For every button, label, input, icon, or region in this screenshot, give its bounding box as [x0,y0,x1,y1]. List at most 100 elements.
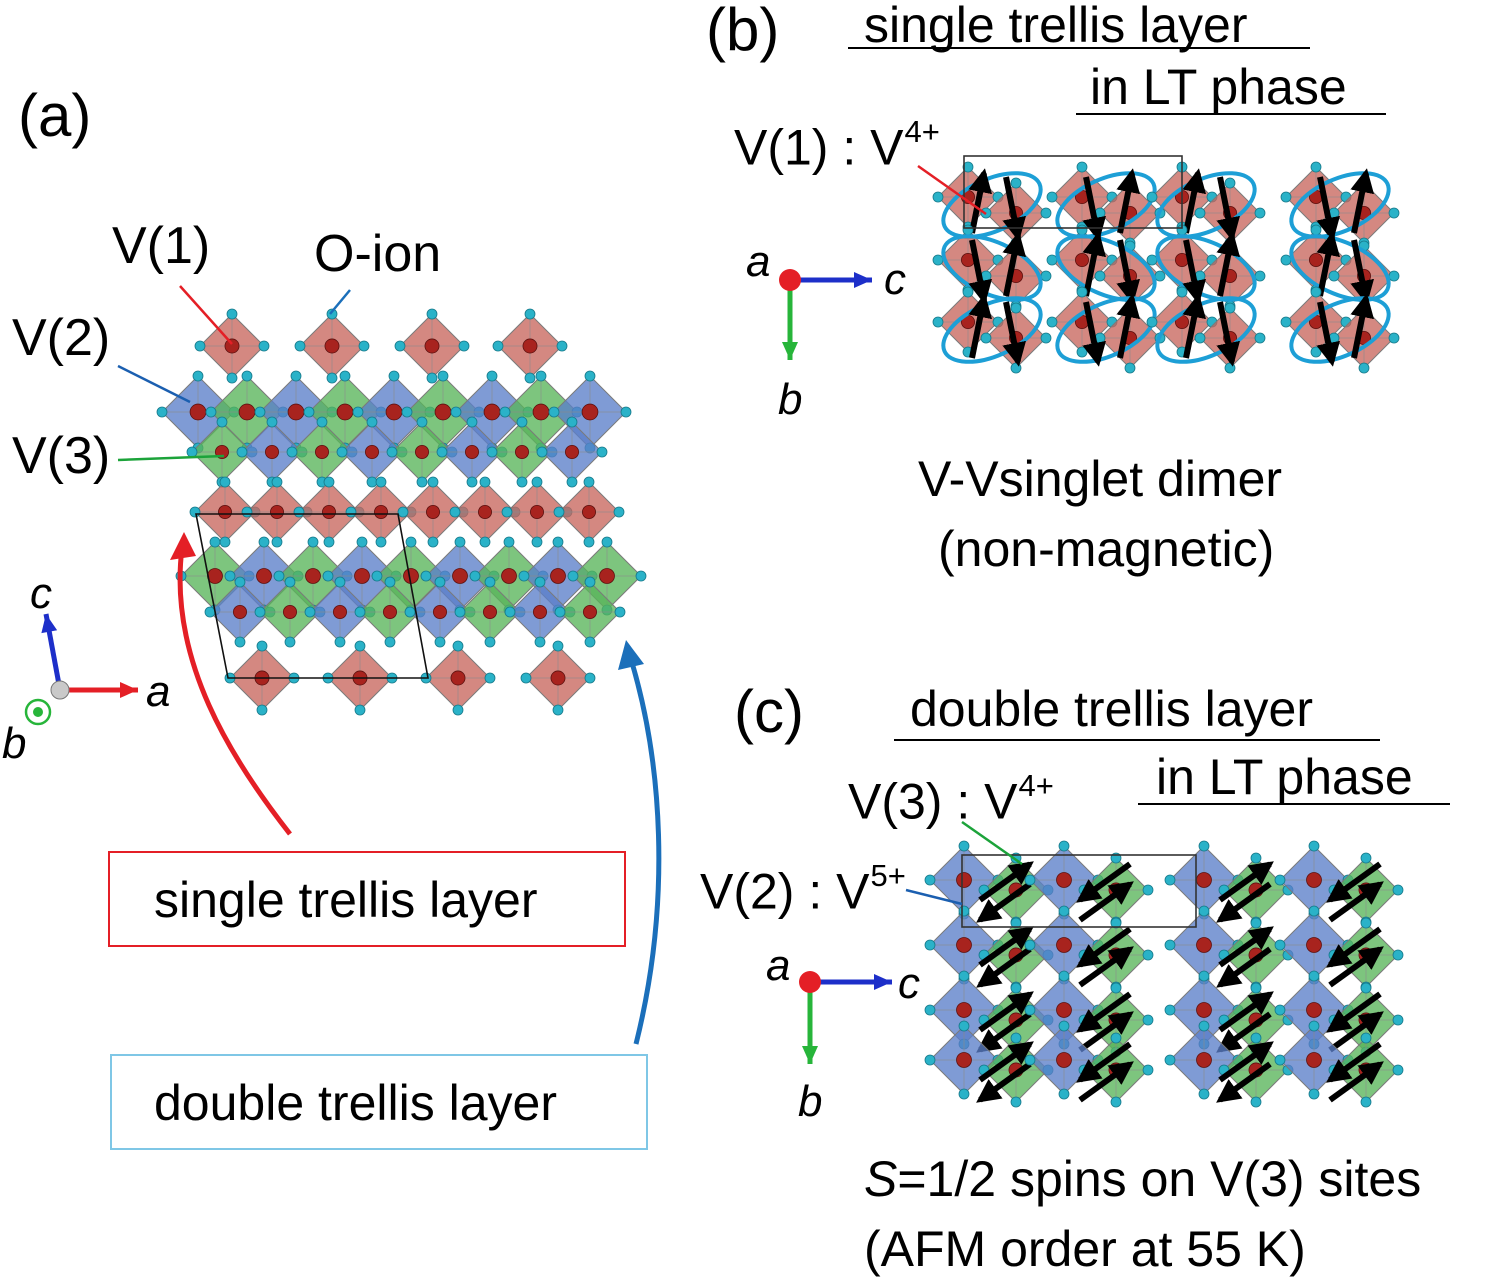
oxygen-atom [388,370,400,382]
oxygen-atom [204,606,216,618]
spin-arrow [1216,231,1241,297]
axis-label-a-c: a [766,941,791,990]
vanadium-atom [364,444,379,459]
oxygen-atom [326,372,338,384]
panel-b-title-underline1 [848,47,1310,49]
spin-arrow [978,1041,1034,1083]
spin-arrow [1218,861,1274,903]
singlet-dimer-ring [941,171,1043,239]
oxygen-atom [499,406,511,418]
oxygen-atom [583,536,595,548]
spin-arrow [968,239,993,305]
vanadium-atom [1196,937,1212,953]
oxygen-atom [273,570,285,582]
spin-arrow [1002,176,1027,242]
oxygen-atom [290,370,302,382]
vanadium-atom [425,504,440,519]
spin-arrow [1350,168,1375,234]
oxygen-atom [1194,207,1206,219]
spin-arrow [1316,231,1341,297]
vanadium-atom [217,504,232,519]
oxygen-atom [1224,362,1236,374]
oxygen-atom [358,340,370,352]
oxygen-atom [534,576,546,588]
vanadium-atom [385,403,403,421]
oxygen-atom [386,446,398,458]
oxygen-atom [416,416,428,428]
oxygen-atom [323,476,335,488]
vanadium-atom [582,504,597,519]
spin-arrow [976,1011,1032,1053]
vanadium-atom [321,504,336,519]
oxygen-atom [1198,970,1210,982]
singlet-dimer-ring [1289,171,1391,239]
axis-label-c-b: c [884,255,906,304]
oxygen-atom [518,570,530,582]
axis-arrow-b-b-head [782,342,798,360]
spin-arrow [1216,946,1272,988]
oxygen-atom [426,372,438,384]
oxygen-atom [566,476,578,488]
panel-b-caption-line1: V-Vsinglet dimer [918,451,1283,507]
oxygen-atom [958,1088,970,1100]
oxygen-atom [1010,362,1022,374]
oxygen-atom [1142,1064,1154,1076]
pointer-o-ion [329,289,351,315]
curved-pointer-single [177,547,292,836]
oxygen-atom [484,672,496,684]
spin-arrow [978,926,1034,968]
oxygen-atom [1110,982,1122,994]
oxygen-atom [566,416,578,428]
oxygen-atom [322,570,334,582]
oxygen-atom [584,370,596,382]
oxygen-atom [1308,1020,1320,1032]
oxygen-atom [336,446,348,458]
axis-origin-b [779,269,801,291]
oxygen-atom [524,372,536,384]
spin-arrow [1328,1061,1384,1103]
vanadium-atom [264,444,279,459]
oxygen-atom [1124,362,1136,374]
oxygen-atom [186,446,198,458]
vanadium-atom [354,568,370,584]
vanadium-atom [956,937,972,953]
oxygen-atom [554,606,566,618]
oxygen-atom [552,704,564,716]
oxygen-atom [484,576,496,588]
oxygen-atom [1142,1014,1154,1026]
oxygen-atom [958,970,970,982]
oxygen-atom [1046,191,1058,203]
oxygen-atom [354,606,366,618]
oxygen-atom [316,416,328,428]
oxygen-atom [326,308,338,320]
vanadium-atom [432,605,447,620]
oxygen-atom [1154,270,1166,282]
oxygen-atom [234,636,246,648]
vanadium-atom [1056,1002,1072,1018]
oxygen-atom [205,406,217,418]
oxygen-atom [356,536,368,548]
vanadium-atom [373,504,388,519]
axis-arrow-c-a-head [41,614,58,634]
label-v1: V(1) [112,217,211,275]
oxygen-atom [501,506,513,518]
spin-arrow [1076,1041,1132,1083]
spin-arrow [1216,301,1241,367]
vanadium-atom [515,444,530,459]
spin-arrow [976,881,1032,923]
oxygen-atom [479,476,491,488]
vanadium-atom [424,338,440,354]
oxygen-atom [1010,1032,1022,1044]
oxygen-atom [536,446,548,458]
oxygen-atom [384,576,396,588]
oxygen-atom [531,476,543,488]
oxygen-atom [1392,1014,1404,1026]
spin-arrow [1316,176,1341,242]
oxygen-atom [254,406,266,418]
oxygen-atom [1076,224,1088,236]
oxygen-atom [1308,840,1320,852]
label-v3: V(3) [12,427,111,485]
oxygen-atom [1094,270,1106,282]
oxygen-atom [266,416,278,428]
oxygen-atom [1058,1020,1070,1032]
